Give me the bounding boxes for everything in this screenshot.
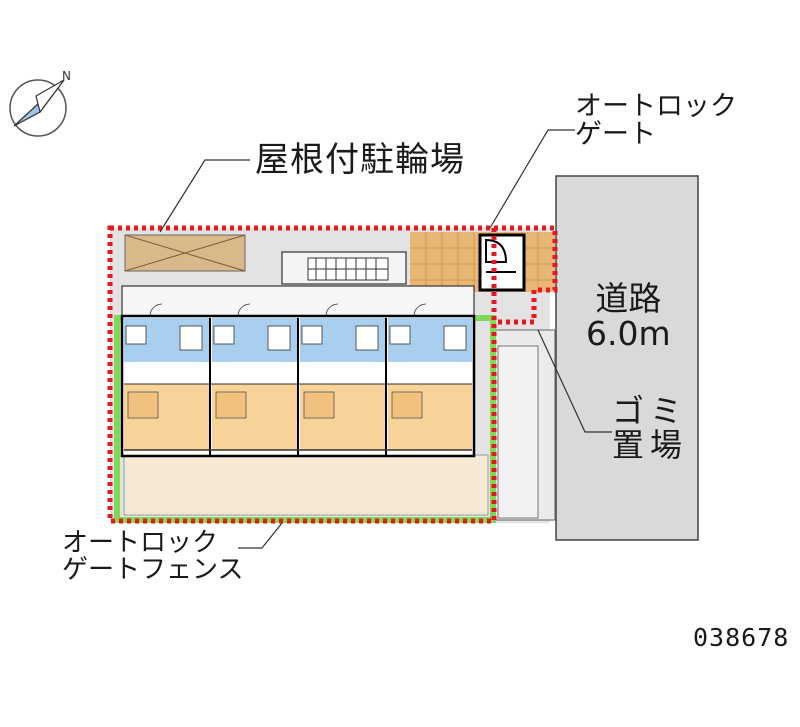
stair-entrance [281,251,407,285]
garbage-area-label-line1: ゴミ [612,392,689,430]
autolock-fence-label-line2: ゲートフェンス [62,555,244,586]
autolock-gate-label: オートロック ゲート [575,91,737,151]
road-width-label: 6.0m [586,313,671,353]
leader-lines [159,129,612,549]
compass-letter: N [62,69,71,83]
garbage-area-label-line2: 置場 [612,425,689,464]
property-code: 038678 [693,623,790,652]
site-boundary [107,225,558,524]
garbage-area [497,345,539,519]
autolock-fence-label-line1: オートロック [62,528,219,558]
autolock-gate-label-line2: ゲート [575,119,656,151]
apartment-building [120,285,476,458]
road-area [555,175,699,541]
garbage-area-label: ゴミ 置場 [612,392,689,464]
unit-3 [300,303,387,456]
covered-bicycle-parking-label: 屋根付駐輪場 [255,140,465,180]
autolock-gate-label-line1: オートロック [575,91,737,122]
autolock-fence-label: オートロック ゲートフェンス [62,528,244,586]
north-arrow-icon: N [9,69,71,137]
road-label-line1: 道路 [595,279,662,318]
unit-4 [388,303,472,450]
autolock-gate [478,233,526,292]
bicycle-parking [124,234,246,272]
unit-2 [212,303,299,456]
yard [123,454,489,516]
road-label: 道路 6.0m [586,279,671,353]
unit-1 [124,303,211,456]
